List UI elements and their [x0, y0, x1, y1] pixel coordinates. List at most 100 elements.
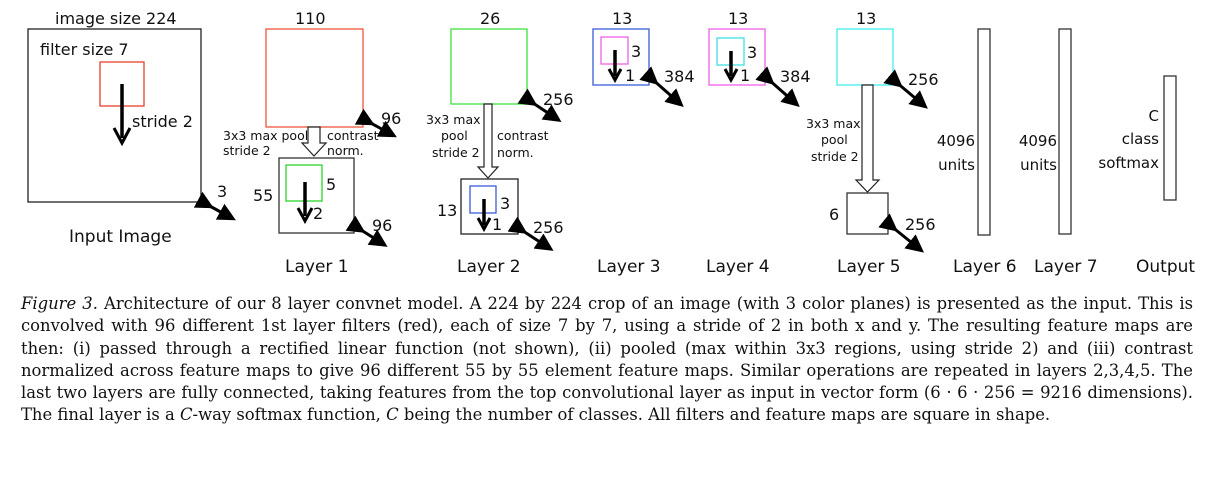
layer4-filter-size: 3: [747, 43, 757, 62]
depth-arrow-icon: [507, 216, 554, 251]
layer3-map: [592, 28, 650, 86]
layer4-stride: 1: [740, 66, 750, 85]
input-title: Input Image: [69, 227, 172, 247]
architecture-diagram: image size 224 filter size 7 stride 2 3 …: [27, 9, 1195, 277]
layer2-bottom-depth: 256: [533, 218, 564, 237]
depth-arrow-icon: [345, 215, 388, 247]
layer6-units-count: 4096: [937, 132, 975, 150]
caption-text: Architecture of our 8 layer convnet mode…: [21, 294, 1193, 425]
input-stride-label: stride 2: [132, 112, 193, 131]
layer4-size: 13: [728, 9, 748, 28]
depth-arrow-icon: [193, 191, 236, 221]
output-label-c: C: [1149, 107, 1159, 125]
layer1-pool-label-2: stride 2: [223, 143, 271, 158]
layer4-depth: 384: [780, 67, 811, 86]
layer2-norm-label-1: contrast: [497, 128, 549, 143]
layer2-filter-size: 3: [500, 194, 510, 213]
layer1-top-map: [265, 28, 364, 128]
layer2-bottom-size: 13: [437, 201, 457, 220]
layer2-top-depth: 256: [543, 90, 574, 109]
input-size-label: image size 224: [55, 9, 177, 28]
layer6-fc-bar: [977, 28, 991, 236]
layer1-stride: 2: [313, 204, 323, 223]
layer7-units-count: 4096: [1019, 132, 1057, 150]
layer1-bottom-size: 55: [253, 186, 273, 205]
layer2-top-map: [450, 28, 528, 105]
layer3-title: Layer 3: [597, 257, 661, 277]
output-block: C class softmax Output: [1098, 75, 1195, 277]
layer5-top-depth: 256: [908, 70, 939, 89]
layer3-filter-size: 3: [631, 42, 641, 61]
caption-text-2: -way softmax function,: [192, 405, 387, 425]
caption-label: Figure 3.: [21, 294, 98, 313]
layer5-pool-label-2: pool: [821, 132, 848, 147]
layer5-block: 13 256 3x3 max pool stride 2 6 256 Layer…: [806, 9, 939, 277]
layer1-top-size: 110: [295, 9, 326, 28]
stride-arrowhead-icon: [476, 217, 492, 233]
layer1-norm-label-1: contrast: [327, 128, 379, 143]
depth-arrow-icon: [354, 108, 397, 138]
layer5-pool-label-1: 3x3 max: [806, 116, 861, 131]
caption-c-symbol: C: [179, 405, 193, 425]
depth-arrow-icon: [639, 66, 684, 107]
layer5-top-size: 13: [856, 9, 876, 28]
layer2-norm-label-2: norm.: [497, 145, 534, 160]
layer6-title: Layer 6: [953, 257, 1017, 277]
layer1-norm-label-2: norm.: [327, 143, 364, 158]
layer4-map: [708, 28, 766, 86]
layer6-units-label: units: [938, 156, 975, 174]
layer6-block: 4096 units Layer 6: [937, 28, 1017, 277]
layer3-block: 13 3 1 384 Layer 3: [592, 9, 695, 277]
layer7-title: Layer 7: [1034, 257, 1098, 277]
layer7-block: 4096 units Layer 7: [1019, 28, 1098, 277]
layer5-top-map: [836, 28, 894, 86]
layer3-size: 13: [612, 9, 632, 28]
output-label-softmax: softmax: [1098, 154, 1159, 172]
caption-text-3: being the number of classes. All filters…: [398, 405, 1051, 425]
layer7-fc-bar: [1058, 28, 1072, 235]
layer1-pool-label-1: 3x3 max pool: [223, 128, 308, 143]
layer5-bottom-depth: 256: [905, 215, 936, 234]
layer5-title: Layer 5: [837, 257, 901, 277]
layer2-block: 26 256 3x3 max pool stride 2 contrast no…: [426, 9, 574, 277]
layer2-bottom-map: [460, 178, 519, 235]
layer5-pool-label-3: stride 2: [811, 149, 859, 164]
input-image-box: [27, 28, 202, 203]
layer2-pool-label-1: 3x3 max: [426, 112, 481, 127]
depth-arrow-icon: [755, 66, 800, 107]
layer2-pool-label-2: pool: [441, 128, 468, 143]
layer2-stride: 1: [492, 215, 502, 234]
layer2-pool-label-3: stride 2: [432, 145, 480, 160]
layer1-title: Layer 1: [285, 257, 349, 277]
layer4-title: Layer 4: [706, 257, 770, 277]
depth-arrow-icon: [517, 88, 562, 122]
output-softmax-bar: [1163, 75, 1177, 201]
layer5-bottom-map: [846, 192, 889, 235]
pool-arrow-icon: [300, 126, 328, 157]
stride-arrowhead-icon: [723, 68, 739, 84]
layer2-top-size: 26: [480, 9, 500, 28]
layer4-block: 13 3 1 384 Layer 4: [706, 9, 811, 277]
layer1-filter-size: 5: [326, 175, 336, 194]
input-image-block: image size 224 filter size 7 stride 2 3 …: [27, 9, 236, 247]
layer1-bottom-map: [278, 157, 355, 234]
stride-arrowhead-icon: [112, 127, 132, 147]
layer1-block: 110 96 3x3 max pool stride 2 contrast no…: [223, 9, 401, 277]
layer3-depth: 384: [664, 67, 695, 86]
depth-arrow-icon: [883, 69, 928, 109]
caption-c-symbol-2: C: [386, 405, 399, 425]
input-depth-label: 3: [217, 182, 227, 201]
figure-caption: Figure 3. Architecture of our 8 layer co…: [21, 293, 1193, 427]
depth-arrow-icon: [878, 213, 925, 253]
layer1-top-depth: 96: [381, 109, 401, 128]
stride-arrowhead-icon: [296, 207, 314, 225]
input-filter-label: filter size 7: [40, 40, 129, 59]
stride-arrowhead-icon: [607, 68, 623, 84]
pool-arrow-icon: [476, 103, 500, 179]
layer3-stride: 1: [625, 66, 635, 85]
output-title: Output: [1136, 257, 1195, 277]
layer5-bottom-size: 6: [829, 205, 839, 224]
pool-arrow-icon: [854, 84, 881, 193]
layer2-title: Layer 2: [457, 257, 521, 277]
output-label-class: class: [1122, 130, 1159, 148]
